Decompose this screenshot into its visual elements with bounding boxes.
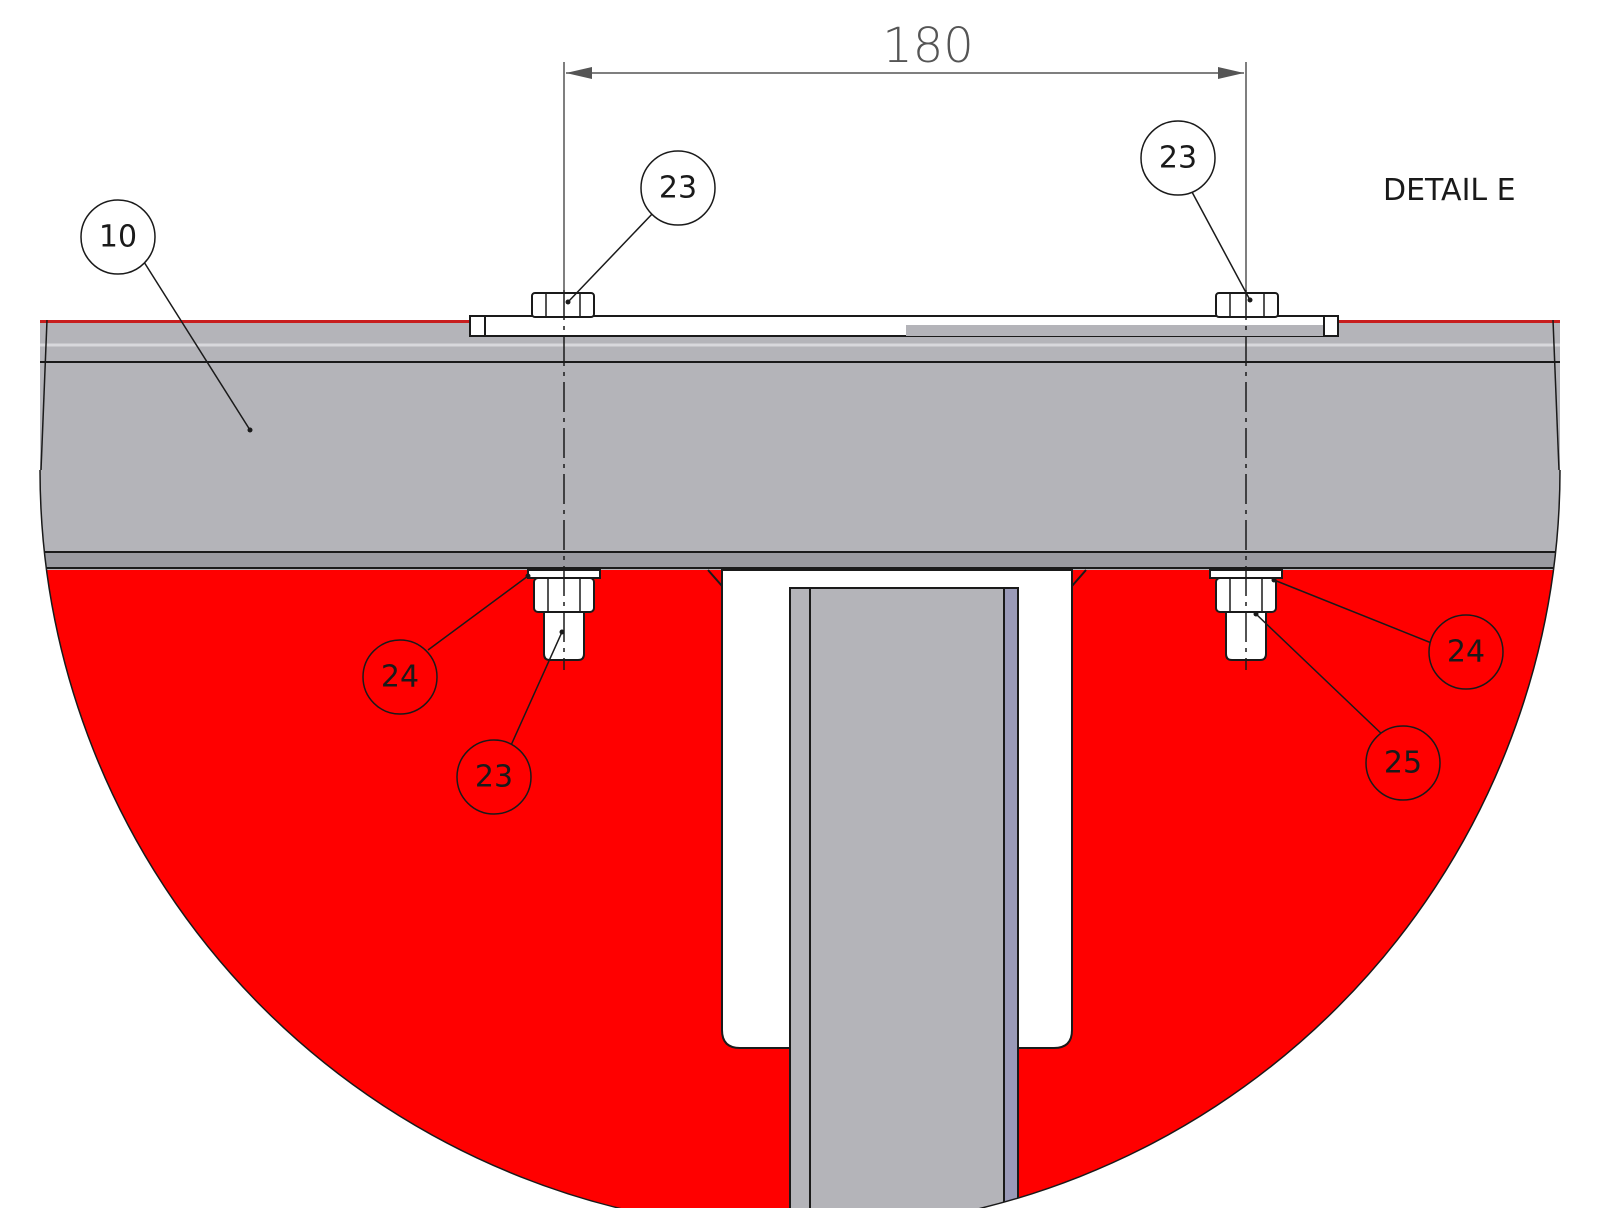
leader-10-dot [247,427,253,433]
leader-24-left [427,575,529,651]
svg-text:25: 25 [1384,746,1422,781]
detail-left-edge [40,319,48,471]
leader-23-bottom-left-dot [559,629,565,635]
balloon-23-bottom-left: 23 [456,739,532,815]
balloon-10: 10 [80,199,156,275]
svg-text:23: 23 [475,760,513,795]
svg-text:24: 24 [381,660,419,695]
leader-24-right-dot [1271,577,1277,583]
balloon-25: 25 [1365,725,1441,801]
bolt-head-right [1215,292,1279,318]
leader-24-left-dot [525,573,531,579]
detail-boundary [39,469,1561,1208]
vertical-post [789,587,1019,1208]
balloon-23-top-right: 23 [1140,120,1216,196]
detail-right-edge [1552,319,1560,471]
dimension-arrow-left [566,67,592,79]
view-label: DETAIL E [1383,173,1516,208]
crossbeam [40,323,1560,570]
detail-view-region [40,320,1560,1208]
u-slot-left-chamfer [707,569,723,587]
u-slot-right-chamfer [1071,569,1087,587]
leader-23-top-right-dot [1247,297,1253,303]
leader-23-top-left [567,211,655,303]
svg-text:23: 23 [659,171,697,206]
leader-23-top-right [1191,191,1251,301]
svg-text:10: 10 [99,220,137,255]
leader-23-top-left-dot [565,299,571,305]
dimension-arrow-right [1218,67,1244,79]
svg-text:24: 24 [1447,635,1485,670]
leader-23-bottom-left [507,631,563,753]
crossbeam-bottom-edge [40,553,1560,567]
clamp-plate-gray-section [906,325,1324,336]
leader-24-right [1273,579,1435,645]
balloon-24-right: 24 [1428,614,1504,690]
svg-text:23: 23 [1159,141,1197,176]
leader-25-dot [1253,611,1259,617]
vertical-post-right-face [1003,587,1019,1208]
bolt-head-left [531,292,595,318]
leader-25 [1255,613,1387,739]
dimension-value: 180 [882,18,974,74]
leader-10 [143,261,251,431]
balloon-24-left: 24 [362,639,438,715]
balloon-23-top-left: 23 [640,150,716,226]
